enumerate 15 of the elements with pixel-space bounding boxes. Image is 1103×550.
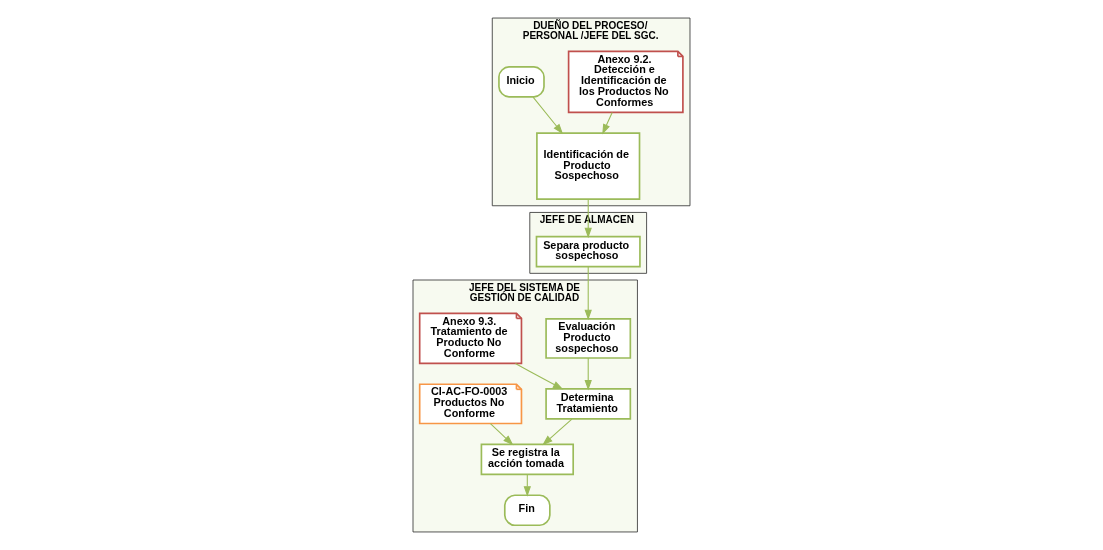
arrow <box>523 473 531 497</box>
node-box: Determina Tratamiento <box>545 388 632 420</box>
arrow <box>584 266 592 321</box>
node-box: Se registra la acción tomada <box>480 443 575 476</box>
arrow <box>584 357 592 391</box>
node-box: Fin <box>503 494 551 527</box>
arrow <box>602 111 613 135</box>
arrow <box>542 418 573 446</box>
arrow <box>584 198 592 239</box>
arrow <box>489 423 514 446</box>
node-box: Inicio <box>498 66 545 98</box>
node-box: Separa producto sospechoso <box>535 235 641 268</box>
arrow <box>532 96 564 135</box>
node-box: Evaluación Producto sospechoso <box>545 317 632 359</box>
node-box: Identificación de Producto Sospechoso <box>536 132 641 200</box>
